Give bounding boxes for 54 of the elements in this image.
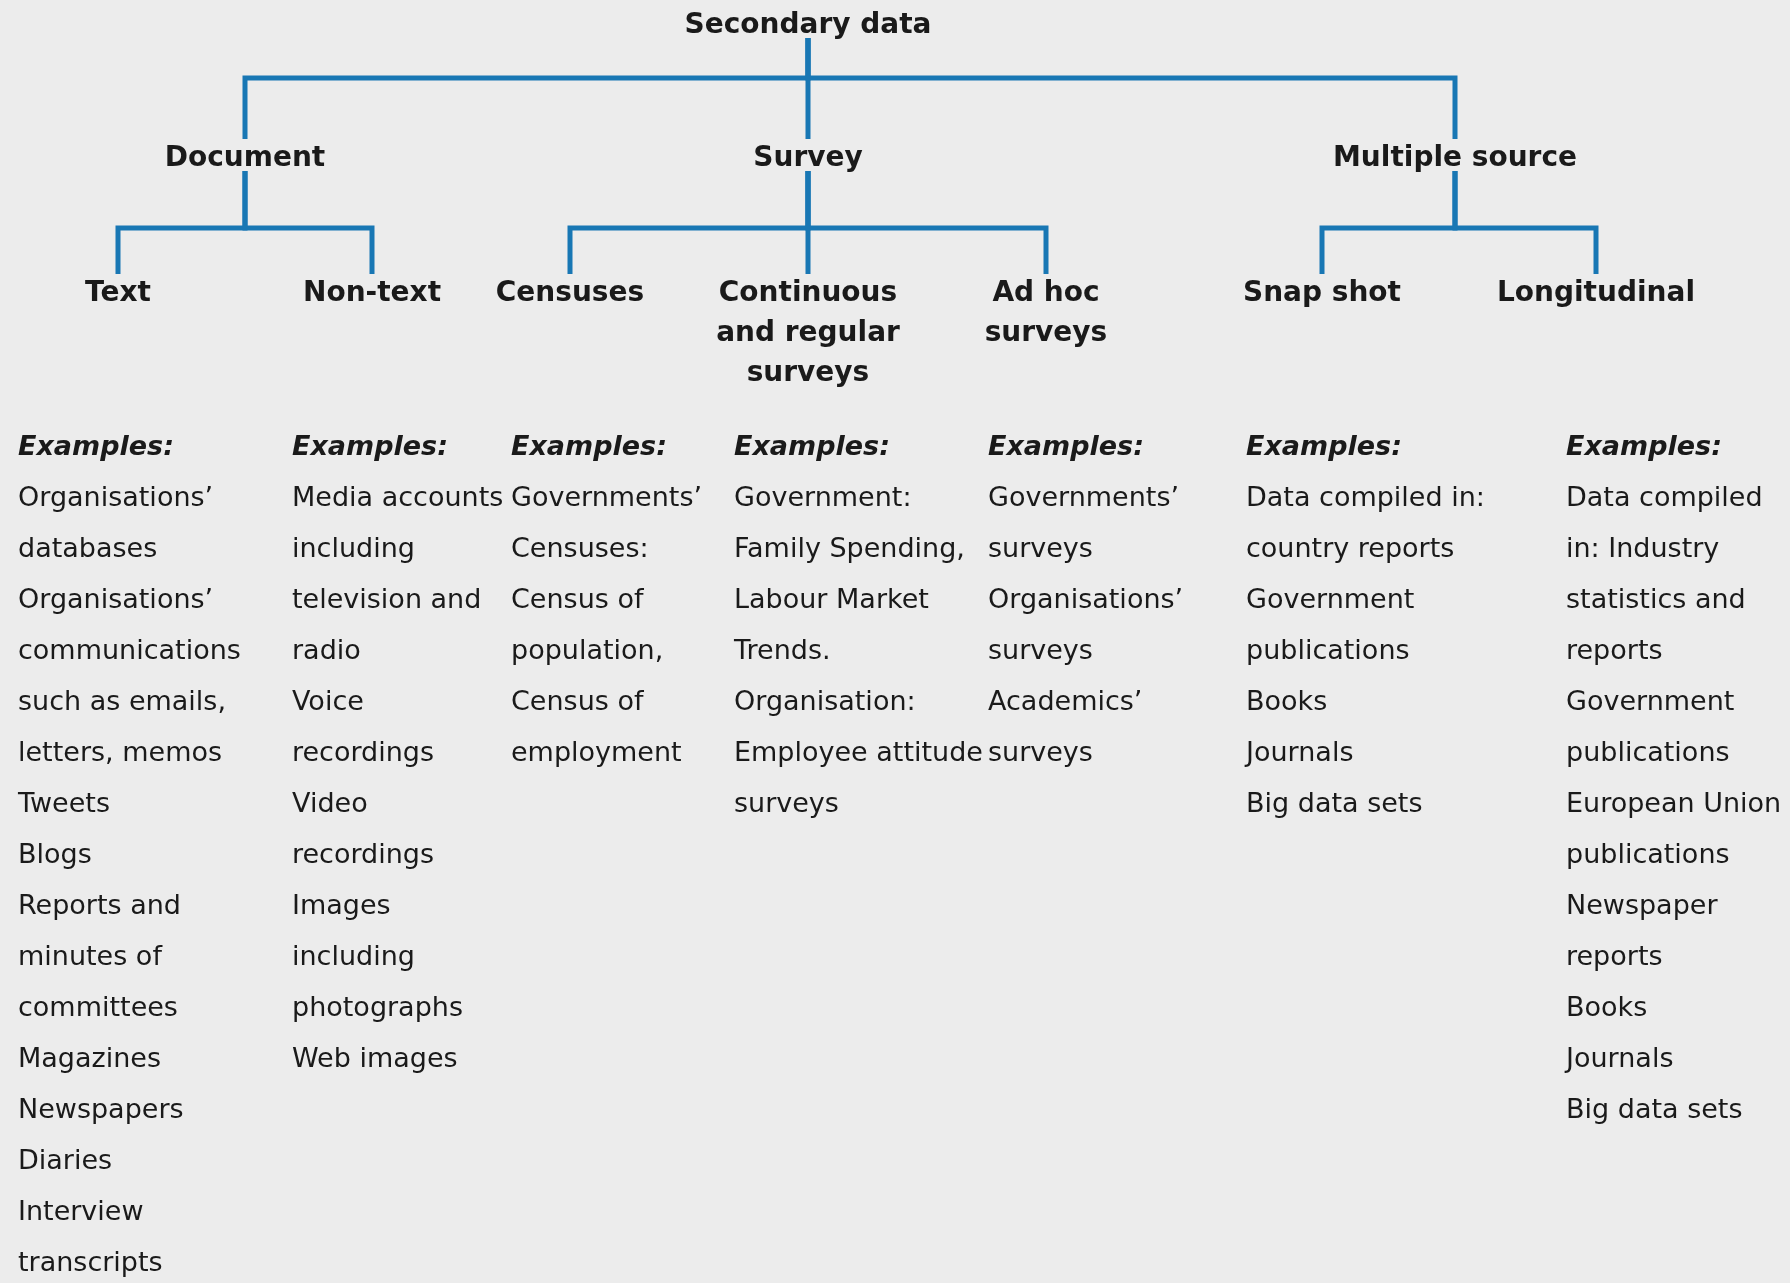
category-heading: Censuses [480,272,660,312]
example-item: Journals [1566,1041,1675,1075]
category-heading: Snap shot [1222,272,1422,312]
example-item: Tweets [18,786,111,820]
example-item: Big data sets [1566,1092,1744,1126]
example-item: Organisations’ databases [18,480,215,565]
category-heading: Ad hoc surveys [956,272,1136,352]
example-item: Data compiled in: Industry statistics and reports [1566,480,1764,667]
example-item: Magazines [18,1041,162,1075]
example-item: Media accounts including television and radio [292,480,505,667]
example-item: Web images [292,1041,459,1075]
connector-line [805,38,1458,139]
category-heading: Longitudinal [1486,272,1706,312]
examples-heading: Examples: [18,429,175,463]
example-item: Academics’ surveys [988,684,1144,769]
example-item: Voice recordings [292,684,436,769]
example-item: Books [1246,684,1329,718]
examples-heading: Examples: [292,429,449,463]
examples-heading: Examples: [511,429,668,463]
example-item: Organisations’ surveys [988,582,1185,667]
examples-heading: Examples: [988,429,1145,463]
category-heading: Non-text [282,272,462,312]
example-item: Journals [1246,735,1355,769]
examples-heading: Examples: [734,429,891,463]
example-item: Government publications [1246,582,1416,667]
example-item: Government publications [1566,684,1736,769]
examples-heading: Examples: [1246,429,1403,463]
category-heading: Secondary data [658,4,958,44]
example-item: Interview transcripts [18,1194,164,1279]
example-item: Newspapers [18,1092,185,1126]
example-item: Government: Family Spending, Labour Market Trends. [734,480,966,667]
example-item: Diaries [18,1143,114,1177]
example-item: Video recordings [292,786,436,871]
connector-line [242,171,375,274]
example-item: Organisations’ communications such as emails, letters, memos [18,582,242,769]
category-heading: Survey [708,137,908,177]
examples-heading: Examples: [1566,429,1723,463]
example-item: Data compiled in: country reports [1246,480,1486,565]
example-item: Reports and minutes of committees [18,888,182,1024]
example-item: European Union publications [1566,786,1783,871]
example-item: Organisation: Employee attitude surveys [734,684,984,820]
example-item: Governments’ surveys [988,480,1181,565]
category-heading: Multiple source [1305,137,1605,177]
example-item: Images including photographs [292,888,464,1024]
category-heading: Continuous and regular surveys [698,272,918,392]
connector-line [805,171,1049,274]
example-item: Blogs [18,837,93,871]
category-heading: Text [48,272,188,312]
example-item: Big data sets [1246,786,1424,820]
example-item: Newspaper reports [1566,888,1719,973]
connector-line [1452,171,1599,274]
example-item: Books [1566,990,1649,1024]
category-heading: Document [135,137,355,177]
example-item: Governments’ Censuses: Census of population, Census of employment [511,480,704,769]
